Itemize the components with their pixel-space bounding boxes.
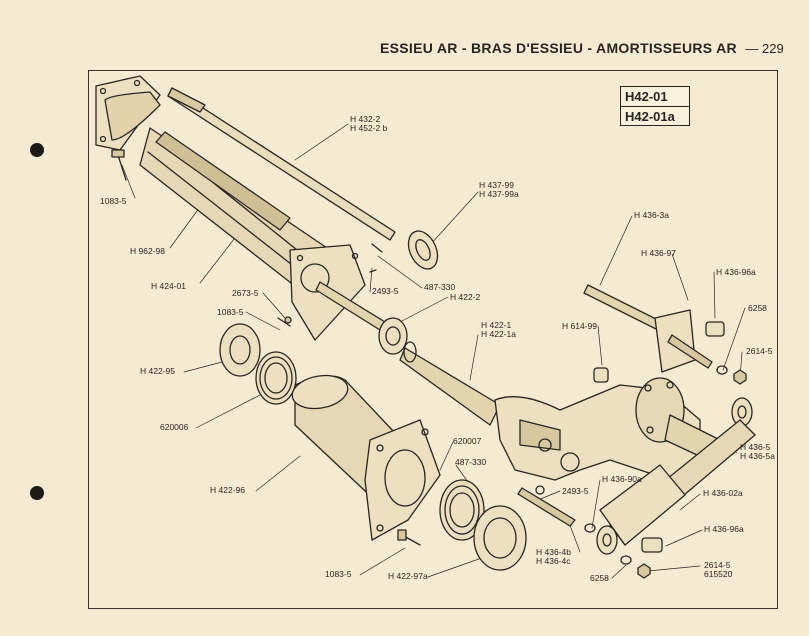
drawing-frame [88, 70, 778, 609]
callout-h422-97a: H 422-97a [388, 571, 428, 581]
callout-h437-99: H 437-99 [479, 180, 514, 190]
callout-h436-96a-bot: H 436-96a [704, 524, 744, 534]
callout-1083-bot: 1083-5 [325, 569, 352, 579]
callout-h422-2: H 422-2 [450, 292, 481, 302]
callout-h422-1: H 422-1 [481, 320, 512, 330]
callout-h422-96: H 422-96 [210, 485, 245, 495]
reference-code: H42-01 [625, 89, 668, 104]
binder-hole-top [30, 143, 44, 157]
callout-h432-2: H 432-2 [350, 114, 381, 124]
callout-2673: 2673-5 [232, 288, 259, 298]
callout-2614-bot: 2614-5 [704, 560, 731, 570]
page-title: ESSIEU AR - BRAS D'ESSIEU - AMORTISSEURS… [380, 40, 737, 56]
callout-487-330-top: 487-330 [424, 282, 456, 292]
callout-h962-98: H 962-98 [130, 246, 165, 256]
callout-h436-97: H 436-97 [641, 248, 676, 258]
callout-h436-96a-top: H 436-96a [716, 267, 756, 277]
reference-box: H42-01 H42-01a [620, 86, 690, 126]
callout-615520: 615520 [704, 569, 733, 579]
callout-620007: 620007 [453, 436, 482, 446]
callout-h436-02a: H 436-02a [703, 488, 743, 498]
callout-2493-mid: 2493-5 [562, 486, 589, 496]
callout-h436-3a: H 436-3a [634, 210, 669, 220]
callout-h437-99a: H 437-99a [479, 189, 519, 199]
reference-code: H42-01a [621, 106, 689, 126]
callout-h422-95: H 422-95 [140, 366, 175, 376]
callout-h422-1a: H 422-1a [481, 329, 516, 339]
page-header: ESSIEU AR - BRAS D'ESSIEU - AMORTISSEURS… [380, 40, 784, 58]
callout-h436-5a: H 436-5a [740, 451, 775, 461]
callout-2614-top: 2614-5 [746, 346, 773, 356]
callout-487-330-mid: 487-330 [455, 457, 487, 467]
callout-1083-mid: 1083-5 [217, 307, 244, 317]
callout-h432-2b: H 452-2 b [350, 123, 388, 133]
callout-2493-top: 2493-5 [372, 286, 399, 296]
callout-620006: 620006 [160, 422, 189, 432]
callout-h436-4c: H 436-4c [536, 556, 571, 566]
callout-6258-bot: 6258 [590, 573, 609, 583]
page-number: — 229 [745, 41, 784, 56]
callout-1083-top: 1083-5 [100, 196, 127, 206]
callout-6258-top: 6258 [748, 303, 767, 313]
callout-h436-90a: H 436-90a [602, 474, 642, 484]
callout-h424-01: H 424-01 [151, 281, 186, 291]
callout-h614-99: H 614-99 [562, 321, 597, 331]
binder-hole-bottom [30, 486, 44, 500]
callout-h436-5: H 436-5 [740, 442, 771, 452]
callout-h436-4b: H 436-4b [536, 547, 571, 557]
